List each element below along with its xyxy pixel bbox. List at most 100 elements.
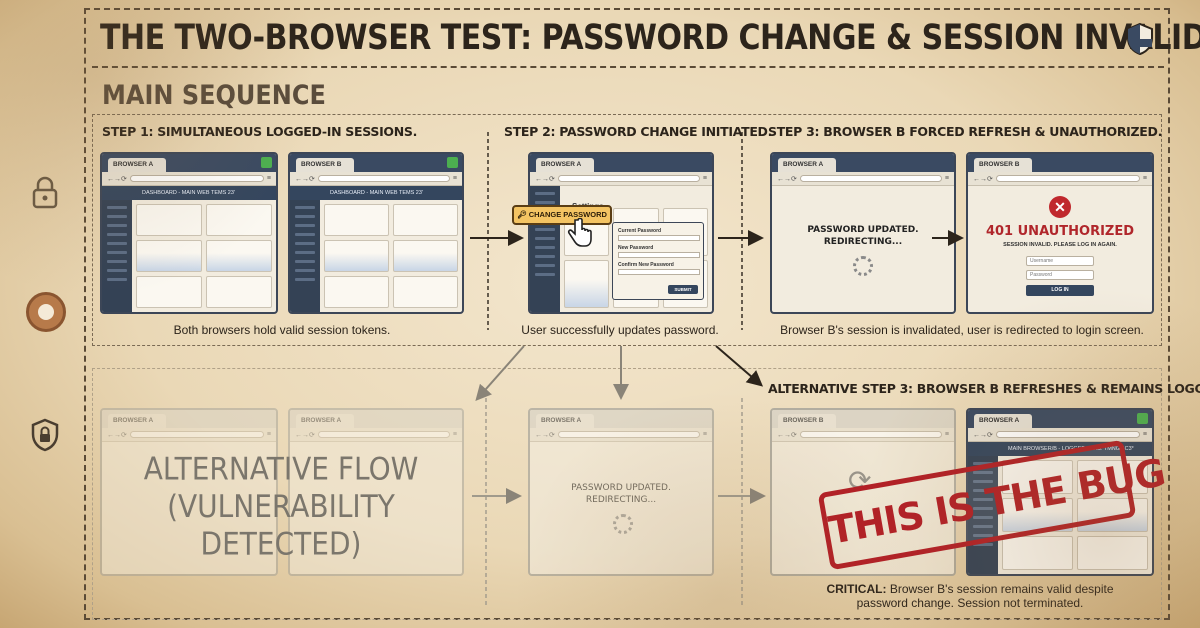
redirecting-text: REDIRECTING... — [585, 495, 657, 505]
shield-icon — [1127, 22, 1153, 56]
password-updated-text: PASSWORD UPDATED. — [807, 225, 919, 235]
tag-eyelet — [26, 292, 66, 332]
browser-tab[interactable]: BROWSER B — [974, 158, 1032, 172]
app-sidebar — [102, 200, 132, 312]
nav-arrows-icon[interactable]: ←→⟳ — [973, 175, 993, 183]
refresh-icon: ⟳ — [848, 465, 872, 496]
address-bar[interactable] — [317, 175, 450, 182]
main-sequence-frame — [92, 114, 1162, 346]
nav-arrows-icon[interactable]: ←→⟳ — [973, 431, 993, 439]
lock-icon — [32, 176, 58, 209]
menu-icon[interactable]: ≡ — [452, 431, 457, 438]
nav-arrows-icon[interactable]: ←→⟳ — [777, 431, 797, 439]
nav-arrows-icon[interactable]: ←→⟳ — [295, 431, 315, 439]
unauthorized-title: 401 UNAUTHORIZED — [985, 224, 1135, 239]
browser-tab[interactable]: BROWSER A — [108, 414, 166, 428]
username-input[interactable]: Username — [1026, 256, 1094, 266]
alt-browser-b-window: BROWSER A ←→⟳ ≡ — [288, 408, 464, 576]
browser-tab[interactable]: BROWSER A — [536, 414, 594, 428]
browser-tab[interactable]: BROWSER B — [296, 158, 354, 172]
title-divider — [92, 66, 1164, 68]
change-password-button[interactable]: 🔑︎ CHANGE PASSWORD — [512, 205, 612, 225]
current-password-field[interactable] — [618, 235, 700, 241]
app-sidebar — [968, 456, 998, 574]
submit-button[interactable]: SUBMIT — [668, 285, 698, 294]
menu-icon[interactable]: ≡ — [944, 175, 949, 182]
address-bar[interactable] — [995, 431, 1140, 438]
alternative-sequence-frame — [92, 368, 1162, 620]
address-bar[interactable] — [799, 175, 942, 182]
nav-arrows-icon[interactable]: ←→⟳ — [535, 175, 555, 183]
area-chart-card — [324, 240, 389, 272]
menu-icon[interactable]: ≡ — [702, 175, 707, 182]
app-header-text: DASHBOARD - MAIN WEB TEMS 23' — [330, 190, 423, 196]
alt-browser-a-logged-in-window: BROWSER A ←→⟳ ≡ MAIN BROWSER/B - LOGGED I… — [966, 408, 1154, 576]
browser-tab[interactable]: BROWSER A — [108, 158, 166, 172]
menu-icon[interactable]: ≡ — [266, 431, 271, 438]
nav-arrows-icon[interactable]: ←→⟳ — [107, 175, 127, 183]
menu-icon[interactable]: ≡ — [944, 431, 949, 438]
menu-icon[interactable]: ≡ — [1142, 175, 1147, 182]
page-title: THE TWO-BROWSER TEST: PASSWORD CHANGE & … — [100, 18, 1200, 59]
loading-spinner-icon — [613, 514, 633, 534]
nav-arrows-icon[interactable]: ←→⟳ — [295, 175, 315, 183]
step2-caption: User successfully updates password. — [521, 323, 719, 337]
address-bar[interactable] — [129, 175, 264, 182]
app-sidebar — [290, 200, 320, 312]
critical-note: CRITICAL: Browser B's session remains va… — [770, 582, 1170, 610]
alt-browser-a-window: BROWSER A ←→⟳ ≡ — [100, 408, 278, 576]
browser-tab[interactable]: BROWSER A — [974, 414, 1032, 428]
address-bar[interactable] — [557, 175, 700, 182]
critical-label: CRITICAL: — [826, 582, 887, 596]
logged-in-banner: MAIN BROWSER/B - LOGGED IN AS: TMNG 4C3* — [1008, 446, 1134, 452]
step1-caption: Both browsers hold valid session tokens. — [173, 323, 391, 337]
step1-browser-b-window: BROWSER B ←→⟳ ≡ DASHBOARD - MAIN WEB TEMS… — [288, 152, 464, 314]
shield-lock-icon — [31, 418, 59, 452]
address-bar[interactable] — [129, 431, 264, 438]
bar-chart-card — [206, 240, 272, 272]
step3-browser-b-window: BROWSER B ←→⟳ ≡ ✕ 401 UNAUTHORIZED SESSIO… — [966, 152, 1154, 314]
login-button[interactable]: LOG IN — [1026, 285, 1094, 296]
address-bar[interactable] — [317, 431, 450, 438]
browser-tab[interactable]: BROWSER A — [778, 158, 836, 172]
alt-browser-b-refresh-window: BROWSER B ←→⟳ ≡ ⟳ — [770, 408, 956, 576]
menu-icon[interactable]: ≡ — [452, 175, 457, 182]
menu-icon[interactable]: ≡ — [702, 431, 707, 438]
hand-cursor-icon — [567, 218, 592, 247]
nav-arrows-icon[interactable]: ←→⟳ — [535, 431, 555, 439]
alternative-flow-line2: (VULNERABILITY DETECTED) — [167, 488, 395, 562]
confirm-password-label: Confirm New Password — [618, 262, 674, 268]
address-bar[interactable] — [995, 175, 1140, 182]
alt-step3-label: ALTERNATIVE STEP 3: BROWSER B REFRESHES … — [768, 381, 1200, 396]
step2-label: STEP 2: PASSWORD CHANGE INITIATED. — [504, 124, 773, 139]
area-chart-card — [136, 240, 202, 272]
key-icon: 🔑︎ — [517, 210, 529, 219]
menu-icon[interactable]: ≡ — [1142, 431, 1147, 438]
menu-icon[interactable]: ≡ — [266, 175, 271, 182]
check-icon — [261, 157, 272, 168]
main-sequence-heading: MAIN SEQUENCE — [102, 80, 326, 111]
browser-tab[interactable]: BROWSER B — [778, 414, 836, 428]
address-bar[interactable] — [557, 431, 700, 438]
check-icon — [447, 157, 458, 168]
nav-arrows-icon[interactable]: ←→⟳ — [777, 175, 797, 183]
new-password-field[interactable] — [618, 252, 700, 258]
critical-text-2: password change. Session not terminated. — [856, 596, 1084, 610]
browser-tab[interactable]: BROWSER A — [296, 414, 354, 428]
step1-label: STEP 1: SIMULTANEOUS LOGGED-IN SESSIONS. — [102, 124, 418, 139]
check-icon — [1137, 413, 1148, 424]
app-header-text: DASHBOARD - MAIN WEB TEMS 23' — [142, 190, 235, 196]
alternative-flow-heading: ALTERNATIVE FLOW (VULNERABILITY DETECTED… — [96, 451, 466, 563]
nav-arrows-icon[interactable]: ←→⟳ — [107, 431, 127, 439]
confirm-password-field[interactable] — [618, 269, 700, 275]
change-password-label: CHANGE PASSWORD — [528, 210, 607, 219]
unauthorized-subtitle: SESSION INVALID. PLEASE LOG IN AGAIN. — [1003, 242, 1117, 248]
browser-tab[interactable]: BROWSER A — [536, 158, 594, 172]
address-bar[interactable] — [799, 431, 942, 438]
password-input[interactable]: Password — [1026, 270, 1094, 280]
alternative-flow-line1: ALTERNATIVE FLOW — [143, 450, 419, 488]
close-icon: ✕ — [1049, 196, 1071, 218]
bar-chart-card — [393, 240, 458, 272]
